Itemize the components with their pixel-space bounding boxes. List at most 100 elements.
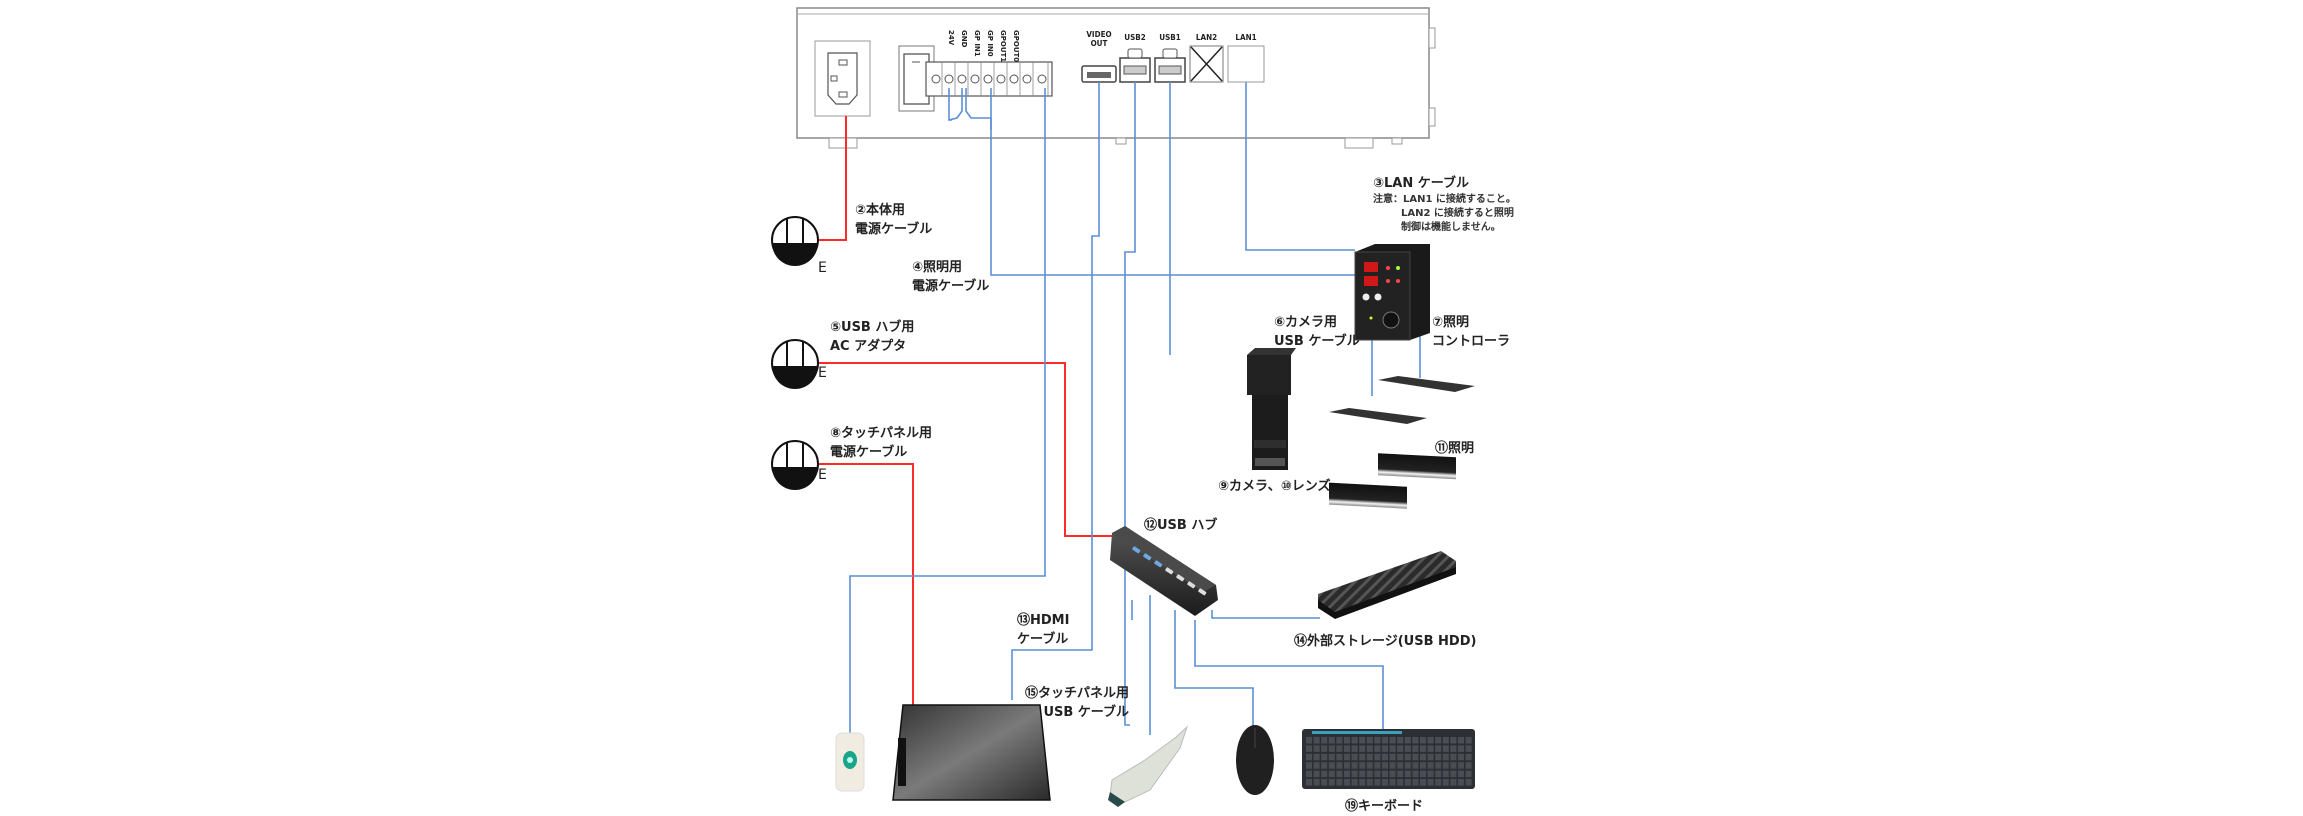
keyboard-key (1397, 745, 1404, 752)
keyboard-key (1351, 737, 1358, 744)
keyboard-key (1374, 762, 1381, 769)
hub-usb-port (1143, 553, 1152, 561)
keyboard-key (1366, 745, 1373, 752)
label-cable-5-line1: ⑤USB ハブ用 (830, 320, 915, 335)
keyboard-key (1412, 737, 1419, 744)
signal-cables (849, 82, 1421, 735)
keyboard-key (1389, 770, 1396, 778)
label-cable-13-line2: ケーブル (1017, 632, 1069, 647)
label-cable-15-line1: ⑮タッチパネル用 (1025, 686, 1130, 701)
keyboard-key (1359, 770, 1366, 778)
keyboard-key (1404, 737, 1411, 744)
keyboard-key (1427, 762, 1434, 769)
label-cable-2: ②本体用 電源ケーブル (855, 201, 932, 239)
label-device-7: ⑦照明 コントローラ (1432, 313, 1510, 351)
keyboard-key (1465, 770, 1472, 778)
label-cable-6-line2: USB ケーブル (1274, 334, 1360, 349)
label-device-12: ⑫USB ハブ (1144, 518, 1218, 533)
label-device-14: ⑭外部ストレージ(USB HDD) (1294, 634, 1477, 649)
keyboard-key (1351, 762, 1358, 769)
keyboard-key (1382, 762, 1388, 769)
lan1-port (1227, 45, 1265, 83)
keyboard-key (1442, 762, 1449, 769)
keyboard-key (1328, 762, 1335, 769)
usb-hub (1110, 526, 1218, 616)
label-cable-8-line1: ⑧タッチパネル用 (830, 426, 933, 441)
keyboard-key (1344, 737, 1350, 744)
keyboard-key (1382, 745, 1388, 752)
label-cable-8-line2: 電源ケーブル (830, 445, 908, 460)
label-cable-3: ③LAN ケーブル (1373, 176, 1469, 191)
usb1-label: USB1 (1159, 33, 1181, 42)
outlet-1-ground-label: E (818, 260, 827, 276)
keyboard-key (1374, 753, 1381, 761)
keyboard-key (1465, 762, 1472, 769)
keyboard-key (1420, 779, 1426, 786)
keyboard-key (1389, 762, 1396, 769)
label-device-9-10: ⑨カメラ、⑩レンズ (1218, 479, 1331, 494)
keyboard-key (1359, 745, 1366, 752)
terminal-screw (970, 74, 980, 84)
label-cable-8: ⑧タッチパネル用 電源ケーブル (830, 424, 932, 462)
keyboard-key (1366, 762, 1373, 769)
external-hdd (1318, 551, 1456, 619)
keyboard-key (1427, 770, 1434, 778)
keyboard-key (1465, 779, 1472, 786)
keyboard-key (1374, 737, 1381, 744)
cable-mouse (1174, 610, 1254, 728)
cable-hdd (1211, 610, 1320, 619)
barcode-reader (1108, 725, 1189, 807)
label-cable-3-note: 注意：LAN1 に接続すること。 LAN2 に接続すると照明 制御は機能しません… (1373, 193, 1516, 235)
keyboard-key (1420, 737, 1426, 744)
keyboard-key (1458, 737, 1464, 744)
label-cable-15: ⑮タッチパネル用 USB ケーブル (1025, 684, 1129, 722)
keyboard-key (1442, 770, 1449, 778)
keyboard-key (1435, 737, 1442, 744)
keyboard-key (1442, 737, 1449, 744)
usb2-port (1119, 48, 1151, 83)
label-cable-4-line1: ④照明用 (912, 260, 963, 275)
hub-usb-port (1187, 581, 1196, 589)
keyboard-key (1404, 762, 1411, 769)
keyboard-key (1450, 745, 1457, 752)
usb2-label: USB2 (1124, 33, 1146, 42)
hub-usb-port (1176, 574, 1185, 582)
label-cable-2-line1: ②本体用 (855, 203, 906, 218)
keyboard-key (1442, 753, 1449, 761)
keyboard-key (1306, 779, 1312, 786)
keyboard-key (1397, 770, 1404, 778)
keyboard-key (1359, 753, 1366, 761)
cable-15-panel-usb (1124, 82, 1136, 726)
keyboard-key (1336, 770, 1343, 778)
touch-panel-monitor (892, 704, 1051, 801)
keyboard-key (1306, 745, 1312, 752)
keyboard-key (1321, 770, 1328, 778)
keyboard-key (1366, 737, 1373, 744)
keyboard-key (1328, 770, 1335, 778)
keyboard-key (1397, 753, 1404, 761)
keyboard-key (1435, 745, 1442, 752)
label-cable-13-line1: ⑬HDMI (1017, 613, 1070, 628)
keyboard-key (1313, 753, 1320, 761)
label-cable-5: ⑤USB ハブ用 AC アダプタ (830, 318, 914, 356)
keyboard-key (1412, 745, 1419, 752)
label-cable-4-line2: 電源ケーブル (912, 279, 990, 294)
keyboard-key (1458, 779, 1464, 786)
terminal-label: GP IN0 (986, 30, 994, 57)
keyboard-key (1420, 745, 1426, 752)
keyboard-key (1458, 745, 1464, 752)
outlet-2-ground-label: E (818, 365, 827, 381)
keyboard-key (1366, 770, 1373, 778)
keyboard-key (1351, 753, 1358, 761)
keyboard-key (1328, 779, 1335, 786)
hub-usb-port (1198, 588, 1207, 596)
usb1-port (1154, 48, 1186, 83)
power-outlet-icon (771, 216, 819, 266)
keyboard-key (1306, 762, 1312, 769)
keyboard-key (1389, 779, 1396, 786)
keyboard-key (1427, 779, 1434, 786)
video-out-label-line2: OUT (1090, 39, 1108, 48)
label-device-11: ⑪照明 (1435, 441, 1475, 456)
keyboard-key (1359, 762, 1366, 769)
